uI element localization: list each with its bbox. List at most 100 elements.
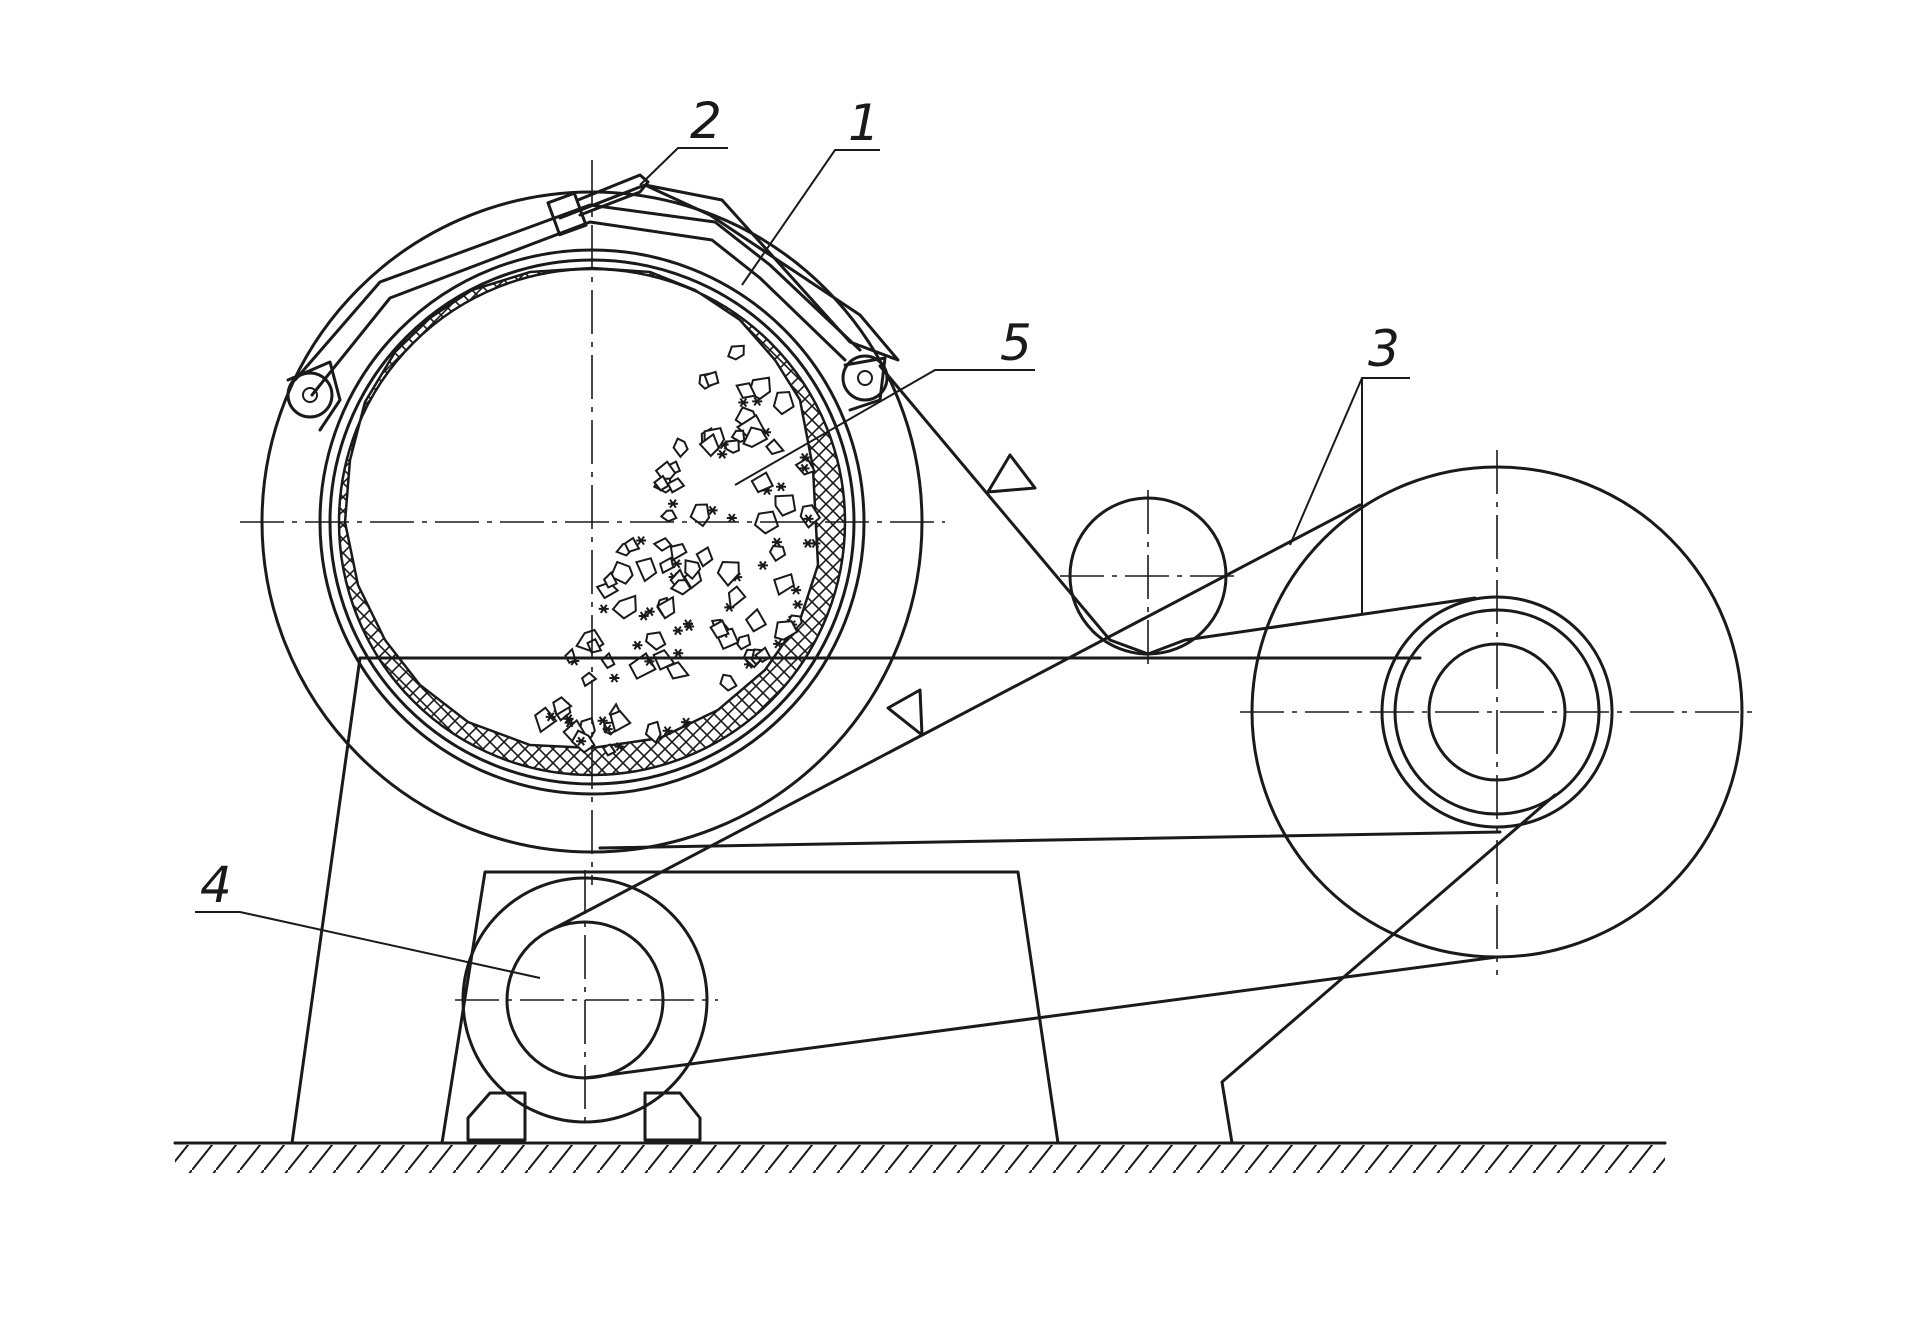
load-star-mark	[771, 537, 782, 547]
belt-upper	[878, 364, 1477, 656]
load-star-mark	[632, 640, 643, 650]
frame	[290, 656, 1557, 1145]
motor-stand	[440, 870, 1060, 1145]
label-4: 4	[200, 856, 232, 914]
load-chunk	[659, 509, 678, 523]
callouts: 1 2 3 4 5	[195, 92, 1410, 979]
load-star-mark	[614, 742, 625, 752]
callout-3: 3	[1289, 320, 1410, 615]
right-hinge-pin	[857, 370, 873, 386]
load-chunk	[703, 370, 720, 388]
load-chunk	[601, 743, 617, 757]
load-chunk	[719, 673, 738, 692]
top-guard	[286, 173, 900, 432]
label-2: 2	[690, 92, 722, 150]
load-star-mark	[682, 619, 693, 629]
callout-5: 5	[734, 314, 1035, 486]
ground-hatching	[175, 1145, 1665, 1173]
label-3: 3	[1368, 320, 1400, 378]
load-chunk	[735, 382, 757, 400]
load-chunk	[727, 344, 745, 361]
load-star-mark	[673, 648, 684, 658]
lever-arm	[558, 183, 900, 362]
load-chunk	[716, 560, 740, 588]
load-star-mark	[672, 626, 683, 636]
motor-feet	[466, 1091, 702, 1142]
left-hinge-pin	[302, 387, 318, 403]
load-chunk	[774, 494, 797, 517]
label-1: 1	[848, 94, 880, 152]
load-star-mark	[776, 482, 787, 492]
load-chunk	[698, 432, 720, 458]
load-chunk	[736, 633, 752, 651]
callout-2: 2	[639, 92, 728, 186]
label-5: 5	[1000, 314, 1032, 372]
callout-1: 1	[741, 94, 880, 286]
load-star-mark	[738, 397, 749, 408]
load-star-mark	[803, 514, 814, 524]
lever-rod	[576, 173, 650, 217]
load-chunk	[772, 390, 795, 416]
load-star-mark	[791, 585, 802, 595]
load-star-mark	[792, 599, 803, 610]
load-chunk	[611, 594, 637, 620]
load-chunk	[750, 471, 775, 494]
direction-arrow-left	[886, 688, 924, 737]
direction-arrow-up	[986, 453, 1037, 494]
load-star-mark	[717, 449, 728, 459]
load-star-mark	[707, 505, 718, 515]
load-chunk	[580, 671, 598, 688]
load-chunk	[609, 710, 632, 733]
load-star-mark	[563, 714, 574, 724]
load-star-mark	[726, 513, 737, 523]
grinding-load	[534, 344, 822, 757]
load-chunk	[652, 648, 676, 671]
load-star-mark	[576, 736, 587, 746]
load-chunk	[744, 607, 768, 633]
callout-4: 4	[195, 856, 541, 979]
load-chunk	[709, 619, 730, 640]
load-chunk	[656, 595, 676, 620]
belts	[358, 364, 1502, 1080]
load-star-mark	[799, 463, 810, 473]
load-chunk	[765, 438, 786, 456]
right-hinge	[841, 354, 889, 402]
load-chunk	[534, 706, 558, 734]
left-hinge-bracket	[286, 360, 342, 432]
load-star-mark	[810, 538, 821, 549]
load-chunk	[727, 585, 747, 611]
ground	[173, 1141, 1667, 1173]
left-hinge	[286, 371, 334, 419]
load-chunk	[768, 544, 787, 563]
guard-cover	[293, 203, 862, 382]
load-star-mark	[662, 726, 673, 736]
load-star-mark	[597, 716, 608, 726]
load-chunk	[609, 560, 634, 585]
load-chunk	[602, 571, 619, 589]
load-star-mark	[609, 673, 620, 683]
load-chunk	[564, 647, 577, 664]
load-star-mark	[681, 717, 692, 727]
frame-left-leg	[290, 656, 362, 1145]
load-chunk	[689, 503, 711, 528]
load-chunk	[652, 536, 673, 552]
load-star-mark	[638, 611, 649, 621]
load-chunk	[552, 696, 573, 717]
load-chunk	[635, 557, 658, 583]
load-chunk	[659, 556, 675, 575]
load-star-mark	[636, 535, 647, 546]
load-chunk	[773, 573, 795, 597]
load-star-mark	[671, 559, 682, 569]
belt-motor-lower	[583, 955, 1499, 1080]
load-chunk	[672, 437, 689, 459]
load-star-mark	[545, 712, 556, 722]
load-chunk	[644, 720, 662, 745]
load-star-mark	[757, 560, 768, 571]
load-chunk	[669, 542, 688, 562]
load-chunk	[695, 546, 714, 568]
load-star-mark	[644, 607, 655, 617]
load-chunk	[600, 651, 616, 670]
load-star-mark	[602, 724, 613, 734]
center-lines	[240, 160, 1760, 1130]
